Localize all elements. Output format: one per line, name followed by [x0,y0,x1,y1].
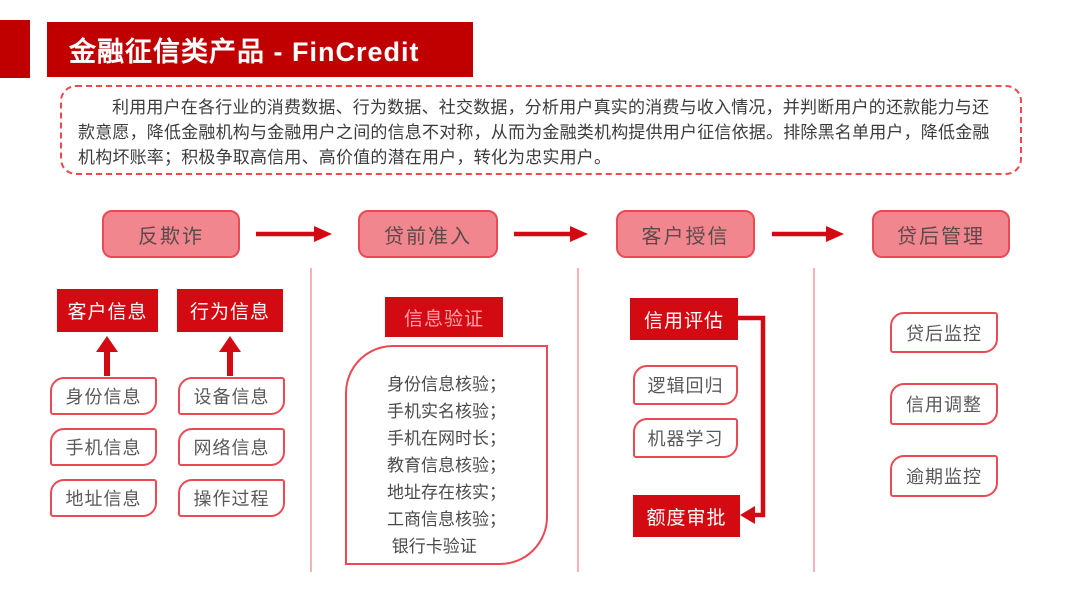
item-label: 设备信息 [193,387,270,407]
stage-preloan-access: 贷前准入 [358,210,498,258]
verification-line: 手机在网时长； [387,429,506,448]
up-arrow-icon [96,336,118,376]
header-behavior-info: 行为信息 [177,289,283,332]
item-phone-info: 手机信息 [50,428,157,466]
item-identity-info: 身份信息 [50,377,157,415]
header-customer-info: 客户信息 [57,289,158,332]
accent-square [0,20,30,78]
item-label: 手机信息 [65,438,142,458]
verification-detail-box: 身份信息核验； 手机实名核验； 手机在网时长； 教育信息核验； 地址存在核实； … [345,345,548,565]
stage-label: 反欺诈 [138,225,204,248]
item-logistic-regression: 逻辑回归 [633,365,738,405]
page-title: 金融征信类产品 - FinCredit [69,37,420,67]
right-arrow-icon [514,226,588,242]
header-quota-approval: 额度审批 [633,495,740,537]
header-label: 客户信息 [67,302,148,323]
stage-customer-credit: 客户授信 [616,210,755,258]
up-arrow-icon [219,336,241,376]
verification-line: 银行卡验证 [387,537,477,556]
header-label: 信息验证 [403,308,484,330]
item-label: 逻辑回归 [647,376,724,396]
item-label: 逾期监控 [906,467,982,487]
item-overdue-monitoring: 逾期监控 [890,455,998,497]
item-credit-adjustment: 信用调整 [890,383,998,425]
verification-line: 地址存在核实； [387,483,506,502]
verification-line: 工商信息核验； [387,510,506,529]
item-network-info: 网络信息 [178,428,285,466]
item-label: 地址信息 [65,489,142,509]
header-label: 额度审批 [646,507,727,529]
stage-label: 贷前准入 [384,225,472,248]
right-arrow-icon [256,226,332,242]
item-address-info: 地址信息 [50,479,157,517]
column-divider [310,268,312,572]
stage-label: 客户授信 [641,225,730,248]
right-arrow-icon [772,226,844,242]
header-info-verification: 信息验证 [385,297,503,337]
column-divider [813,268,815,572]
stage-postloan-mgmt: 贷后管理 [872,210,1010,258]
stage-label: 贷后管理 [897,225,985,248]
title-bar: 金融征信类产品 - FinCredit [47,22,473,77]
item-device-info: 设备信息 [178,377,285,415]
header-label: 信用评估 [643,310,724,332]
verification-line: 教育信息核验； [387,456,506,475]
item-label: 信用调整 [906,395,982,415]
item-label: 贷后监控 [906,323,982,344]
stage-anti-fraud: 反欺诈 [102,210,240,258]
column-divider [577,268,579,572]
header-credit-evaluation: 信用评估 [630,298,738,340]
verification-line: 手机实名核验； [387,402,506,421]
elbow-connector-icon [738,315,766,524]
header-label: 行为信息 [189,302,270,323]
item-label: 身份信息 [65,387,142,407]
description-text: 利用用户在各行业的消费数据、行为数据、社交数据，分析用户真实的消费与收入情况，并… [78,98,990,167]
item-label: 操作过程 [193,489,270,509]
item-label: 机器学习 [647,429,724,449]
item-operation-process: 操作过程 [178,479,285,517]
verification-line: 身份信息核验； [387,375,506,394]
item-postloan-monitoring: 贷后监控 [890,312,998,353]
item-label: 网络信息 [193,438,270,458]
description-box: 利用用户在各行业的消费数据、行为数据、社交数据，分析用户真实的消费与收入情况，并… [60,85,1022,175]
item-machine-learning: 机器学习 [633,418,738,458]
